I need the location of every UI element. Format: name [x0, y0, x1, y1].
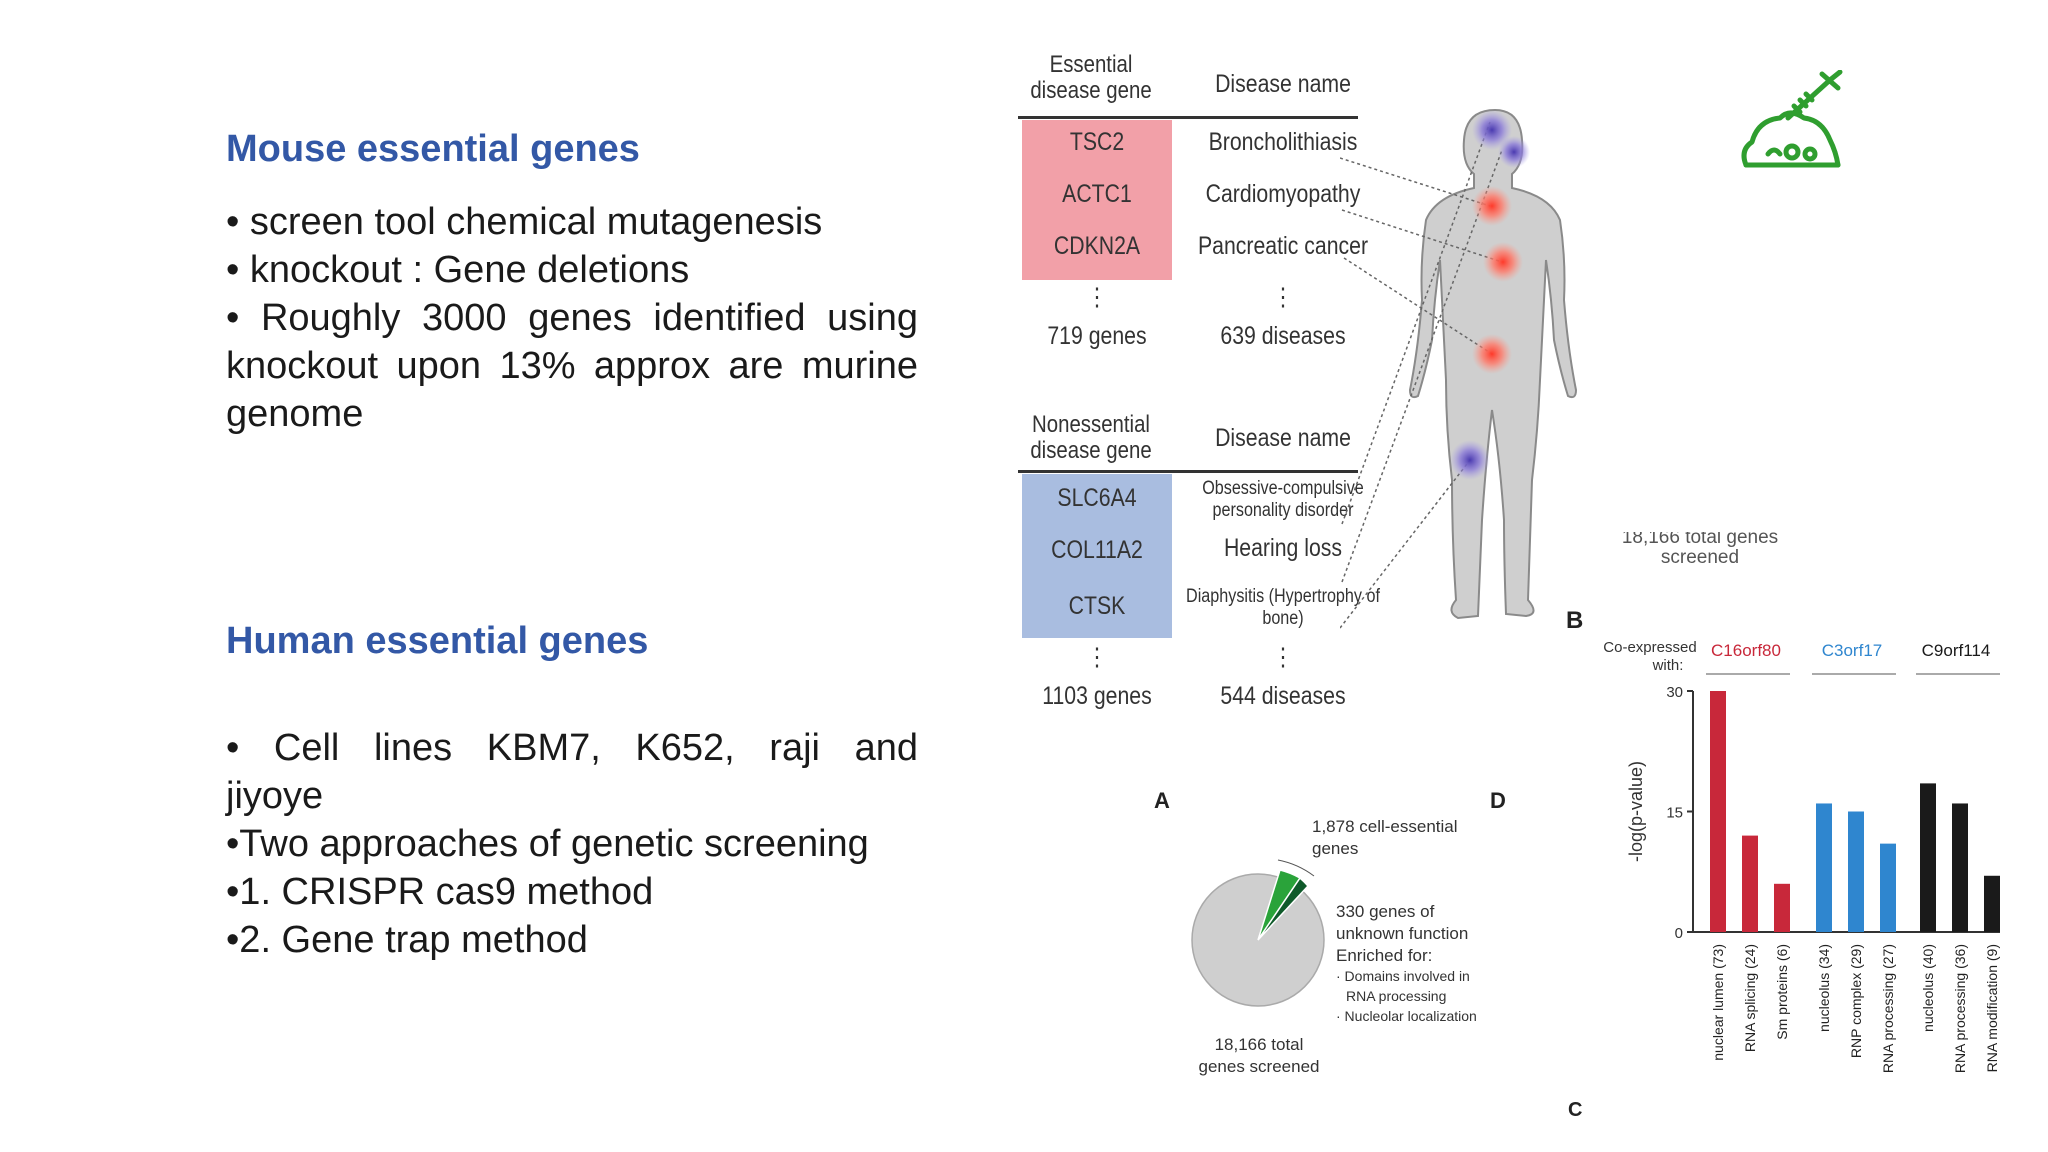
bar: [1710, 691, 1726, 932]
pie-unknown-4: · Domains involved in: [1336, 968, 1470, 984]
coexpressed-label: Co-expressed: [1603, 639, 1696, 656]
essential-disease-3: Pancreatic cancer: [1197, 232, 1369, 260]
bar: [1816, 803, 1832, 932]
panel-c-label: C: [1568, 1099, 1582, 1120]
bar: [1952, 803, 1968, 932]
y-tick-label: 15: [1666, 805, 1683, 822]
human-bullets: • Cell lines KBM7, K652, raji and jiyoye…: [226, 724, 918, 964]
faded-total-text: 18,166 total genes screened: [1621, 532, 1779, 568]
group-label: C9orf114: [1922, 641, 1991, 660]
bar: [1880, 843, 1896, 932]
pie-figure: A D 1,878 cell-essential genes 330 genes…: [1150, 780, 1510, 1120]
nonessential-gene-dots: ⋮: [1086, 643, 1108, 671]
human-bullet-3: •1. CRISPR cas9 method: [226, 871, 654, 913]
bar: [1984, 875, 2000, 932]
bar-panel-label: B: [1566, 607, 1583, 634]
disease-gene-figure: Essential disease gene Disease name TSC2…: [1018, 50, 1578, 730]
mouse-bullet-1: • screen tool chemical mutagenesis: [226, 201, 823, 243]
bar-category-label: nucleolus (40): [1920, 944, 1936, 1032]
nonessential-disease-header: Disease name: [1215, 424, 1351, 452]
essential-disease-header: Disease name: [1215, 70, 1351, 98]
pie-unknown-6: · Nucleolar localization: [1336, 1008, 1477, 1024]
essential-disease-count: 639 diseases: [1220, 322, 1346, 350]
bar-category-label: Sm proteins (6): [1774, 944, 1790, 1040]
bar-category-label: RNA processing (36): [1952, 944, 1968, 1073]
nonessential-gene-block: [1022, 474, 1172, 638]
pie-chart: [1191, 859, 1325, 1007]
nonessential-disease-2: Hearing loss: [1223, 534, 1343, 562]
nonessential-gene-count: 1103 genes: [1042, 682, 1152, 710]
nonessential-gene-2: COL11A2: [1051, 536, 1143, 564]
group-label: C3orf17: [1822, 641, 1882, 660]
nonessential-header-rule: [1018, 470, 1358, 473]
pie-unknown-5: RNA processing: [1346, 988, 1447, 1004]
nonessential-disease-dots: ⋮: [1272, 643, 1294, 671]
human-heading: Human essential genes: [226, 620, 649, 662]
bar-category-label: nuclear lumen (73): [1710, 944, 1726, 1061]
essential-gene-3: CDKN2A: [1053, 232, 1141, 260]
human-body-illustration: [1340, 108, 1578, 629]
pie-unknown-2: unknown function: [1336, 924, 1469, 943]
bar: [1848, 811, 1864, 932]
faded-total-label: 18,166 total genes screened: [1610, 532, 1790, 580]
bar-category-label: RNA splicing (24): [1742, 944, 1758, 1052]
nonessential-gene-header: Nonessential disease gene: [1030, 411, 1152, 464]
essential-gene-block: [1022, 120, 1172, 280]
essential-gene-count: 719 genes: [1047, 322, 1147, 350]
mouse-syringe-icon: [1741, 70, 1843, 168]
pie-unknown-1: 330 genes of: [1336, 902, 1435, 921]
nonessential-gene-1: SLC6A4: [1057, 484, 1137, 512]
human-bullet-1: • Cell lines KBM7, K652, raji and jiyoye: [226, 727, 918, 817]
nonessential-gene-3: CTSK: [1068, 592, 1126, 620]
coexpressed-label-2: with:: [1652, 657, 1684, 674]
bar: [1920, 783, 1936, 932]
bar: [1742, 835, 1758, 932]
pie-panel-label-d: D: [1490, 788, 1506, 813]
bar-category-label: nucleolus (34): [1816, 944, 1832, 1032]
essential-gene-1: TSC2: [1069, 128, 1125, 156]
mouse-heading: Mouse essential genes: [226, 128, 640, 170]
group-label: C16orf80: [1711, 641, 1781, 660]
essential-disease-dots: ⋮: [1272, 283, 1294, 311]
bar-category-label: RNA modification (9): [1984, 944, 2000, 1072]
nonessential-disease-1: Obsessive-compulsive personality disorde…: [1202, 478, 1364, 521]
mouse-bullet-2: • knockout : Gene deletions: [226, 249, 690, 291]
essential-disease-2: Cardiomyopathy: [1205, 180, 1361, 208]
mouse-bullets: • screen tool chemical mutagenesis • kno…: [226, 198, 918, 438]
essential-gene-header: Essential disease gene: [1030, 51, 1152, 104]
essential-gene-2: ACTC1: [1062, 180, 1132, 208]
essential-header-rule: [1018, 116, 1358, 119]
y-axis-label: -log(p-value): [1626, 761, 1646, 862]
human-bullet-4: •2. Gene trap method: [226, 919, 588, 961]
mouse-bullet-3: • Roughly 3000 genes identified using kn…: [226, 297, 918, 435]
pie-panel-label: A: [1154, 788, 1170, 813]
nonessential-disease-3: Diaphysitis (Hypertrophy of bone): [1186, 586, 1380, 629]
pie-total-label: 18,166 total genes screened: [1198, 1035, 1320, 1076]
human-bullet-2: •Two approaches of genetic screening: [226, 823, 869, 865]
nonessential-disease-count: 544 diseases: [1220, 682, 1346, 710]
y-tick-label: 30: [1666, 684, 1683, 701]
bar: [1774, 883, 1790, 932]
pie-unknown-3: Enriched for:: [1336, 946, 1433, 965]
y-tick-label: 0: [1675, 925, 1683, 942]
bar-category-label: RNP complex (29): [1848, 944, 1864, 1058]
essential-gene-dots: ⋮: [1086, 283, 1108, 311]
pie-essential-label: 1,878 cell-essential genes: [1312, 817, 1458, 858]
essential-disease-1: Broncholithiasis: [1208, 128, 1358, 156]
bar-category-label: RNA processing (27): [1880, 944, 1896, 1073]
